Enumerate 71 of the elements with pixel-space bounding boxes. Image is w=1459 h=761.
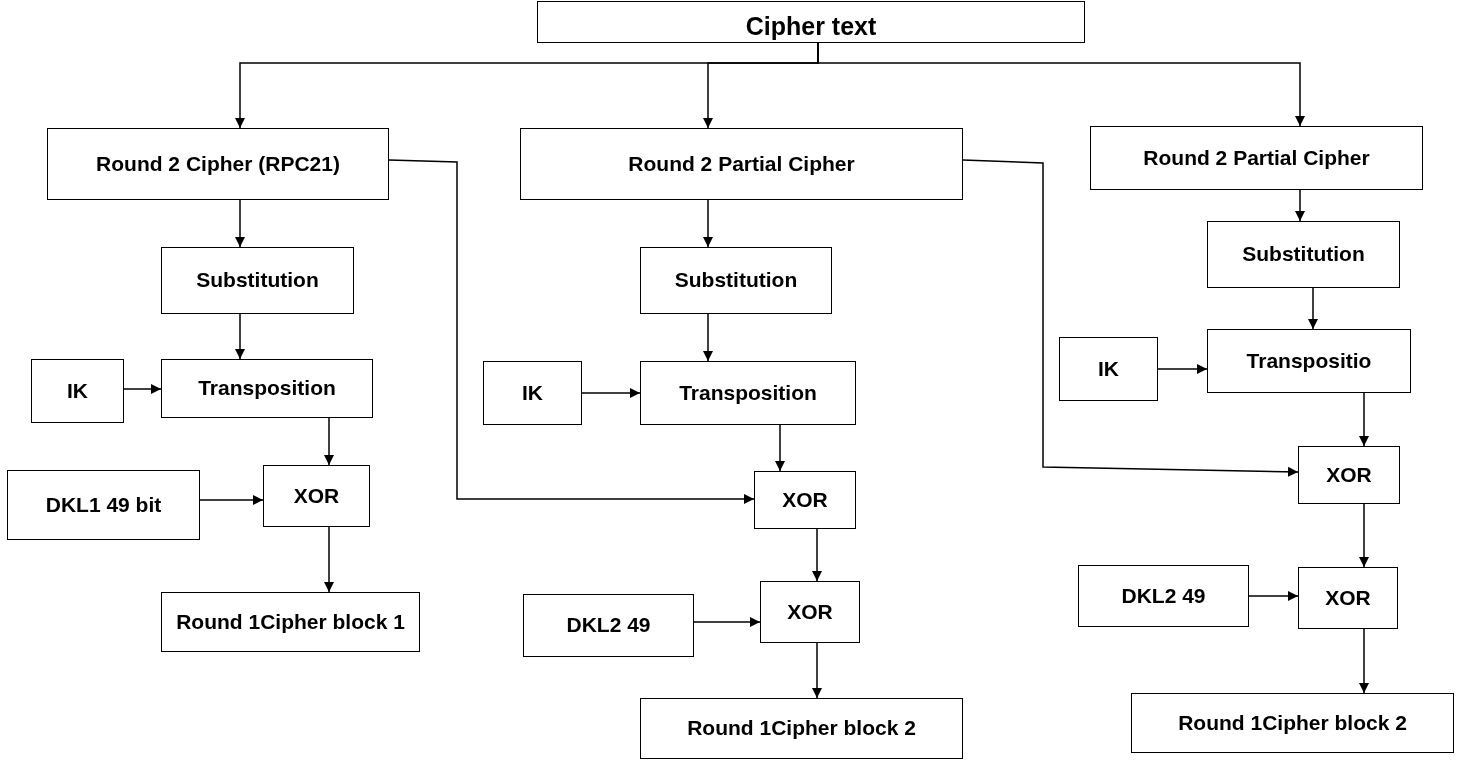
- box-label: Substitution: [196, 267, 319, 294]
- arrow: [123, 384, 162, 394]
- process-box: [1298, 567, 1398, 629]
- arrow: [1295, 189, 1305, 222]
- process-box: [640, 361, 856, 425]
- box-label: XOR: [1325, 584, 1371, 611]
- arrow: [324, 417, 334, 466]
- arrow: [235, 199, 245, 248]
- box-label: XOR: [787, 598, 833, 625]
- arrow: [703, 199, 713, 248]
- box-label: Transposition: [679, 379, 817, 406]
- process-box: [1059, 337, 1158, 401]
- box-label: Transpositio: [1246, 347, 1372, 374]
- process-box: [7, 470, 200, 540]
- process-box: [1090, 126, 1423, 190]
- box-label: DKL1 49 bit: [45, 491, 162, 518]
- arrow: [812, 642, 822, 699]
- box-label: Round 2 Partial Cipher: [628, 150, 855, 177]
- process-box: [31, 359, 124, 423]
- box-label: IK: [522, 379, 543, 406]
- arrow: [1248, 591, 1299, 601]
- box-label: Round 2 Cipher (RPC21): [96, 150, 340, 177]
- box-label: IK: [1098, 355, 1119, 382]
- process-box: [263, 465, 370, 527]
- process-box: [161, 359, 373, 418]
- box-label: Transposition: [198, 375, 336, 402]
- arrow: [1359, 392, 1369, 447]
- box-label: Cipher text: [745, 10, 877, 42]
- arrow: [235, 313, 245, 360]
- process-box: [1131, 693, 1454, 753]
- arrow: [1359, 628, 1369, 694]
- process-box: [161, 592, 420, 652]
- box-label: XOR: [1326, 461, 1372, 488]
- process-box: [1207, 221, 1400, 288]
- process-box: [537, 1, 1085, 43]
- process-box: [1078, 565, 1249, 627]
- box-label: XOR: [293, 482, 340, 509]
- process-box: [161, 247, 354, 314]
- box-label: Substitution: [1242, 241, 1365, 268]
- box-label: Round 1Cipher block 2: [687, 715, 916, 742]
- box-label: DKL2 49: [1121, 582, 1206, 609]
- process-box: [47, 128, 389, 200]
- arrow: [693, 617, 761, 627]
- arrow: [775, 424, 785, 472]
- process-box: [640, 698, 963, 759]
- arrow: [1308, 287, 1318, 330]
- arrow: [962, 159, 1299, 477]
- box-label: IK: [67, 377, 88, 404]
- arrow: [817, 42, 1305, 127]
- box-label: XOR: [782, 486, 828, 513]
- arrow: [1359, 503, 1369, 568]
- arrow: [581, 388, 641, 398]
- process-box: [760, 581, 860, 643]
- process-box: [520, 128, 963, 200]
- arrow: [199, 495, 264, 505]
- process-box: [754, 471, 856, 529]
- process-box: [640, 247, 832, 314]
- box-label: Substitution: [674, 267, 798, 294]
- process-box: [523, 594, 694, 657]
- arrow: [1157, 364, 1208, 374]
- arrow: [388, 159, 755, 504]
- box-label: Round 2 Partial Cipher: [1143, 144, 1370, 171]
- arrow: [324, 526, 334, 593]
- box-label: Round 1Cipher block 2: [1178, 709, 1407, 736]
- process-box: [1207, 329, 1411, 393]
- box-label: Round 1Cipher block 1: [176, 608, 405, 635]
- box-label: DKL2 49: [566, 612, 651, 639]
- arrow: [812, 528, 822, 582]
- arrow: [703, 313, 713, 362]
- process-box: [1298, 446, 1400, 504]
- process-box: [483, 361, 582, 425]
